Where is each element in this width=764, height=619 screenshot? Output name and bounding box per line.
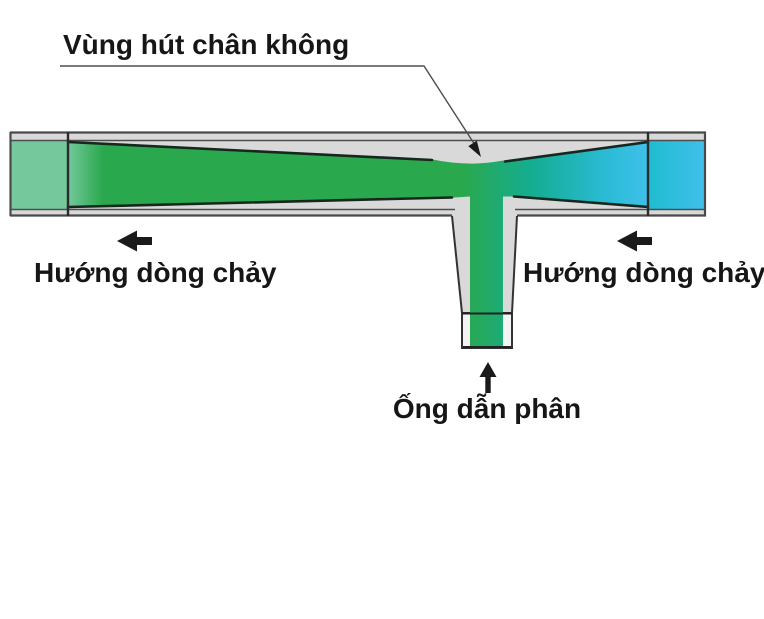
leader-line-arrow-icon <box>468 140 481 157</box>
left-inlet-water <box>11 141 68 209</box>
fertilizer-up-arrow-icon <box>479 362 497 393</box>
venturi-flow-stream <box>68 142 648 347</box>
pipe-inner-wall-lines <box>10 139 705 211</box>
flange-lines <box>66 132 650 216</box>
left-flow-arrow-icon <box>117 230 152 252</box>
coupling-joint-lines <box>462 312 512 348</box>
vacuum-leader-line <box>60 65 481 157</box>
flow-direction-label-right: Hướng dòng chảy <box>523 257 764 288</box>
tapered-wall-outlines <box>451 215 518 314</box>
right-inlet-water <box>649 141 705 209</box>
vacuum-zone-label: Vùng hút chân không <box>63 29 350 60</box>
flow-boundary-edges <box>66 140 650 209</box>
flow-direction-label-left: Hướng dòng chảy <box>34 257 277 288</box>
fertilizer-pipe-label: Ống dẫn phân <box>392 393 582 424</box>
right-flow-arrow-icon <box>617 230 652 252</box>
pipe-outline <box>9 131 707 217</box>
